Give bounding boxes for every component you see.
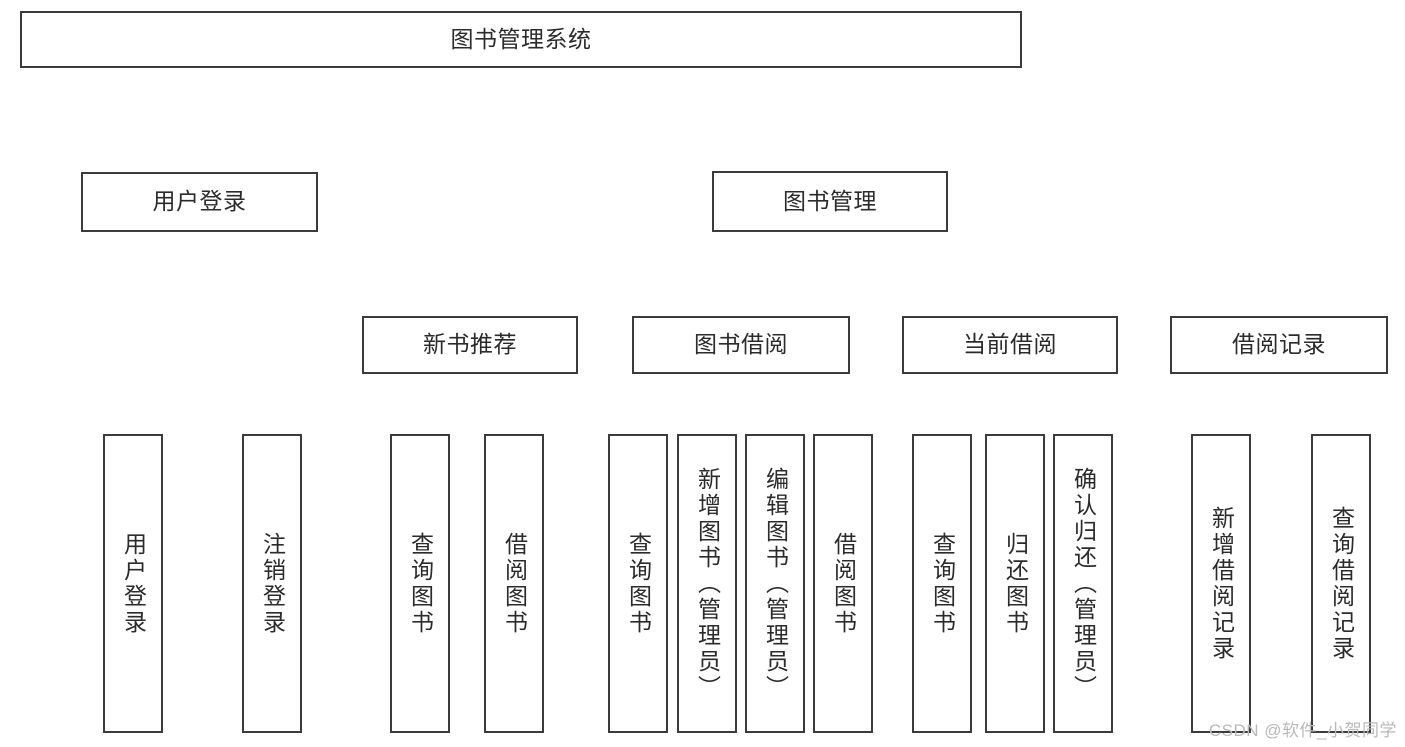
node-leaf-logout[interactable]: 注销登录	[242, 434, 302, 733]
node-label: 归还图书	[1002, 531, 1029, 636]
node-label: 新书推荐	[423, 331, 517, 358]
node-label: 新增图书（管理员）	[694, 466, 721, 701]
node-label: 注销登录	[259, 531, 286, 636]
node-label: 确认归还（管理员）	[1070, 466, 1097, 701]
node-leaf-borrow-book-2[interactable]: 借阅图书	[813, 434, 873, 733]
node-label: 编辑图书（管理员）	[762, 466, 789, 701]
node-current-borrow[interactable]: 当前借阅	[902, 316, 1118, 374]
node-leaf-user-login[interactable]: 用户登录	[103, 434, 163, 733]
node-label: 借阅记录	[1232, 331, 1326, 358]
node-leaf-query-book-3[interactable]: 查询图书	[912, 434, 972, 733]
node-label: 查询图书	[407, 531, 434, 636]
node-label: 借阅图书	[830, 531, 857, 636]
node-book-manage[interactable]: 图书管理	[712, 171, 948, 232]
node-leaf-borrow-book-1[interactable]: 借阅图书	[484, 434, 544, 733]
node-label: 图书借阅	[694, 331, 788, 358]
node-leaf-edit-book[interactable]: 编辑图书（管理员）	[745, 434, 805, 733]
node-user-login[interactable]: 用户登录	[81, 172, 318, 232]
node-leaf-query-book-2[interactable]: 查询图书	[608, 434, 668, 733]
node-book-borrow[interactable]: 图书借阅	[632, 316, 850, 374]
node-label: 当前借阅	[963, 331, 1057, 358]
node-root-system[interactable]: 图书管理系统	[20, 11, 1022, 68]
node-label: 查询图书	[625, 531, 652, 636]
node-label: 查询图书	[929, 531, 956, 636]
node-new-book-rec[interactable]: 新书推荐	[362, 316, 578, 374]
node-leaf-query-book-1[interactable]: 查询图书	[390, 434, 450, 733]
node-leaf-confirm-return[interactable]: 确认归还（管理员）	[1053, 434, 1113, 733]
node-leaf-add-record[interactable]: 新增借阅记录	[1191, 434, 1251, 733]
node-label: 用户登录	[120, 531, 147, 636]
node-borrow-record[interactable]: 借阅记录	[1170, 316, 1388, 374]
node-leaf-add-book[interactable]: 新增图书（管理员）	[677, 434, 737, 733]
node-label: 图书管理	[783, 187, 877, 214]
watermark-text: CSDN @软件_小贺同学	[1208, 721, 1397, 740]
node-label: 用户登录	[152, 188, 247, 215]
node-leaf-return-book[interactable]: 归还图书	[985, 434, 1045, 733]
node-label: 新增借阅记录	[1208, 505, 1235, 662]
node-label: 查询借阅记录	[1328, 505, 1355, 662]
node-leaf-query-record[interactable]: 查询借阅记录	[1311, 434, 1371, 733]
node-label: 借阅图书	[501, 531, 528, 636]
node-label: 图书管理系统	[450, 25, 592, 52]
